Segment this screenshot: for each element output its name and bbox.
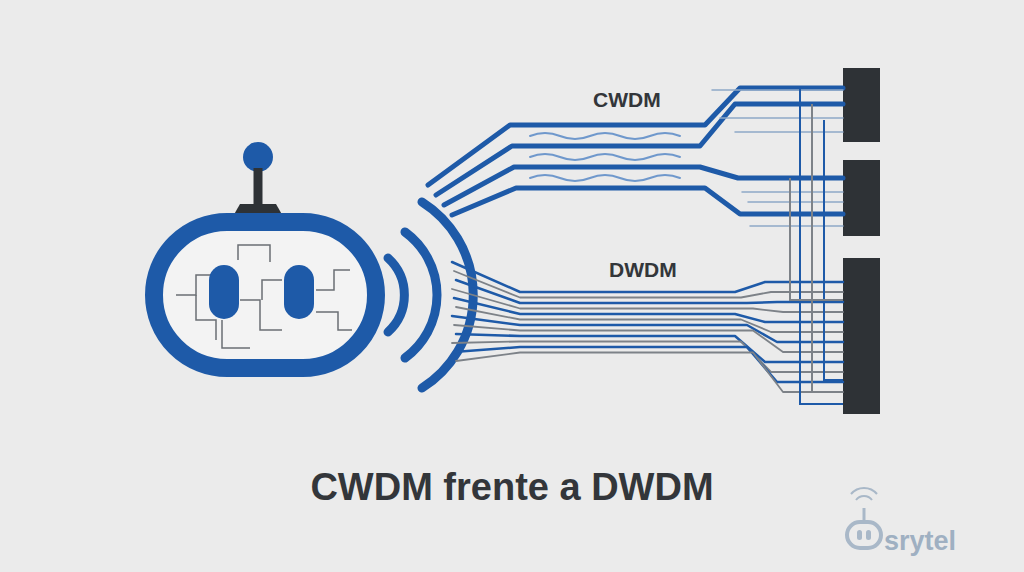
diagram-title: CWDM frente a DWDM: [310, 466, 713, 510]
watermark-text: srytel: [884, 526, 956, 557]
dwdm-fiber: [452, 289, 843, 312]
bundle-label: CWDM: [590, 88, 664, 112]
robot-icon: [154, 142, 376, 368]
cross-fibers: [790, 88, 843, 404]
dwdm-fiber: [456, 353, 843, 393]
watermark-logo: [847, 488, 881, 548]
cwdm-fibers: [428, 88, 843, 226]
dwdm-fiber: [456, 280, 843, 303]
bundle-label: DWDM: [606, 258, 680, 282]
receiver-bars: [843, 68, 880, 414]
dwdm-fiber: [456, 307, 843, 332]
